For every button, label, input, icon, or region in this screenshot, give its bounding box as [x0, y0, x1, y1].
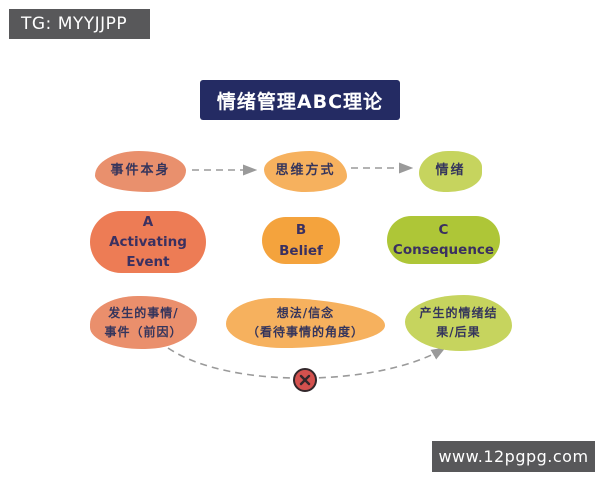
- telegram-watermark: TG: MYYJJPP: [9, 9, 150, 39]
- abc-letter: B: [295, 222, 307, 239]
- flow-node-emotion: 情绪: [419, 151, 482, 192]
- diagram-title: 情绪管理ABC理论: [200, 80, 400, 120]
- website-watermark: www.12pgpg.com: [432, 441, 595, 472]
- abc-name: Consequence: [392, 242, 495, 258]
- abc-pill-belief: B Belief: [262, 217, 340, 264]
- blocked-direct-path-curve: [167, 347, 446, 379]
- website-watermark-text: www.12pgpg.com: [438, 447, 589, 466]
- flow-node-label: 情绪: [435, 163, 466, 179]
- detail-node-what-happened: 发生的事情/ 事件（前因）: [90, 296, 197, 349]
- detail-line-2: （看待事情的角度）: [246, 325, 364, 339]
- abc-pill-consequence: C Consequence: [387, 216, 500, 264]
- detail-line-1: 产生的情绪结: [419, 306, 498, 321]
- abc-name: Activating Event: [109, 233, 187, 271]
- flow-node-label: 思维方式: [275, 163, 336, 179]
- abc-name: Belief: [279, 242, 323, 259]
- detail-line-2: 果/后果: [436, 325, 481, 339]
- detail-line-2: 事件（前因）: [104, 324, 183, 339]
- blocked-x-marker: [293, 368, 317, 392]
- detail-node-thoughts-beliefs: 想法/信念 （看待事情的角度）: [226, 298, 385, 348]
- flow-node-label: 事件本身: [110, 163, 171, 179]
- flow-node-thinking-style: 思维方式: [264, 151, 347, 192]
- telegram-watermark-text: TG: MYYJJPP: [21, 14, 128, 34]
- detail-node-emotional-outcome: 产生的情绪结 果/后果: [405, 295, 512, 351]
- abc-letter: C: [438, 221, 449, 238]
- flow-node-event-itself: 事件本身: [95, 151, 186, 192]
- detail-line-1: 发生的事情/: [108, 305, 179, 320]
- abc-letter: A: [142, 213, 154, 230]
- abc-pill-activating-event: A Activating Event: [90, 211, 206, 273]
- detail-line-1: 想法/信念: [276, 306, 335, 321]
